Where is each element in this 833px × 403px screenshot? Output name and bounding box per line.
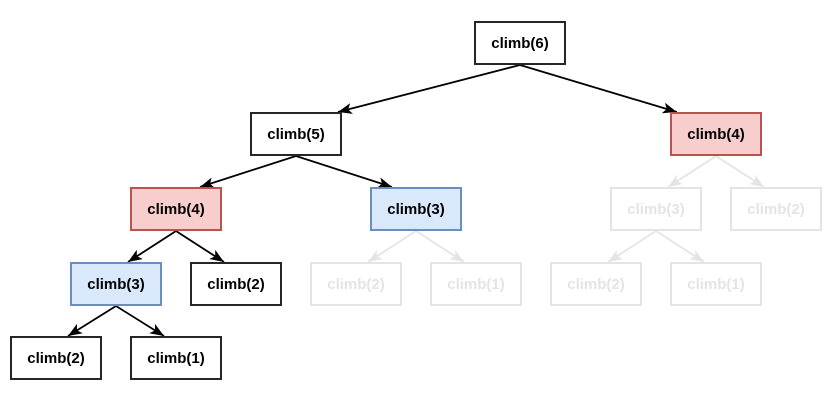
tree-node-n4r-climb4: climb(4): [670, 112, 762, 156]
tree-node-n5-climb5: climb(5): [250, 112, 342, 156]
tree-edge-n4r-n3f: [667, 155, 717, 188]
tree-edge-n3b-n2f1: [367, 230, 417, 263]
tree-node-n2w2-climb2: climb(2): [10, 336, 102, 380]
tree-node-n1f1-climb1: climb(1): [430, 262, 522, 306]
tree-edge-n5-n3b: [295, 155, 393, 188]
tree-edge-n3b-n1f1: [415, 230, 465, 263]
tree-node-n3b2-climb3: climb(3): [70, 262, 162, 306]
tree-edge-n3b2-n1w: [115, 305, 165, 337]
tree-edge-n6-n5: [337, 64, 521, 114]
edge-group: [67, 64, 765, 337]
tree-node-n2fr-climb2: climb(2): [730, 187, 822, 231]
tree-edge-n3f-n2f2: [607, 230, 657, 263]
tree-edge-n3f-n1f2: [655, 230, 705, 263]
tree-edge-n5-n4l: [199, 155, 297, 188]
tree-edge-n4l-n3b2: [127, 230, 177, 263]
tree-edge-n6-n4r: [519, 64, 678, 114]
tree-node-n3b-climb3: climb(3): [370, 187, 462, 231]
tree-edge-n4r-n2fr: [715, 155, 765, 188]
tree-node-n1f2-climb1: climb(1): [670, 262, 762, 306]
tree-node-n6-climb6: climb(6): [474, 21, 566, 65]
tree-node-n2w-climb2: climb(2): [190, 262, 282, 306]
tree-node-n3f-climb3: climb(3): [610, 187, 702, 231]
tree-node-n2f1-climb2: climb(2): [310, 262, 402, 306]
tree-node-n4l-climb4: climb(4): [130, 187, 222, 231]
tree-edge-n4l-n2w: [175, 230, 225, 263]
tree-node-n2f2-climb2: climb(2): [550, 262, 642, 306]
tree-node-n1w-climb1: climb(1): [130, 336, 222, 380]
tree-edge-n3b2-n2w2: [67, 305, 117, 337]
